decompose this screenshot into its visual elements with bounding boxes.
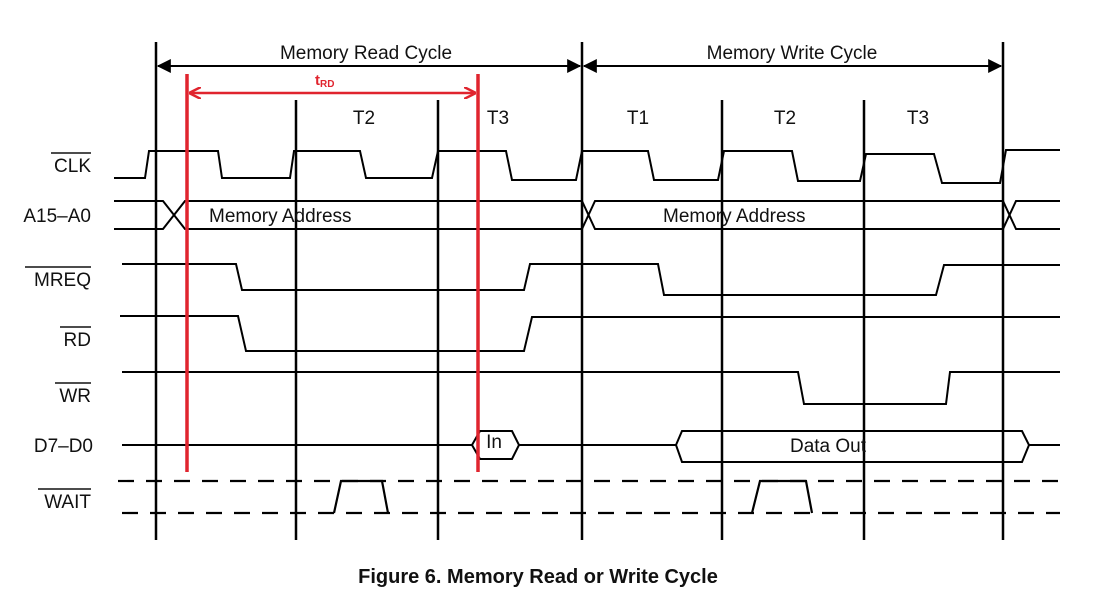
signal-label-data: D7–D0 <box>34 436 93 457</box>
signal-label-clk: CLK <box>54 156 91 177</box>
state-boundaries <box>154 42 1005 540</box>
signal-label-wait: WAIT <box>44 492 91 513</box>
signal-label-addr: A15–A0 <box>23 206 91 227</box>
wr-waveform <box>122 371 1060 405</box>
wait-waveform <box>118 479 1060 515</box>
read-cycle-label: Memory Read Cycle <box>280 43 452 64</box>
state-label: T3 <box>907 108 929 129</box>
data-in-text: In <box>486 432 502 453</box>
data-bus <box>122 430 1060 463</box>
state-label: T1 <box>627 108 649 129</box>
state-label: T2 <box>774 108 796 129</box>
signal-label-wr: WR <box>59 386 91 407</box>
figure-caption: Figure 6. Memory Read or Write Cycle <box>358 566 718 588</box>
data-out-text: Data Out <box>790 436 867 457</box>
write-cycle-label: Memory Write Cycle <box>707 43 878 64</box>
state-label: T3 <box>487 108 509 129</box>
state-label: T2 <box>353 108 375 129</box>
addr-write-text: Memory Address <box>663 206 806 227</box>
addr-read-text: Memory Address <box>209 206 352 227</box>
signal-label-mreq: MREQ <box>34 270 91 291</box>
clk-waveform <box>114 149 1060 184</box>
rd-waveform <box>120 315 1060 352</box>
mreq-waveform <box>122 263 1060 296</box>
signal-label-rd: RD <box>64 330 91 351</box>
address-bus <box>114 200 1060 230</box>
trd-highlight: tRD <box>185 72 480 472</box>
trd-label: tRD <box>315 72 334 90</box>
